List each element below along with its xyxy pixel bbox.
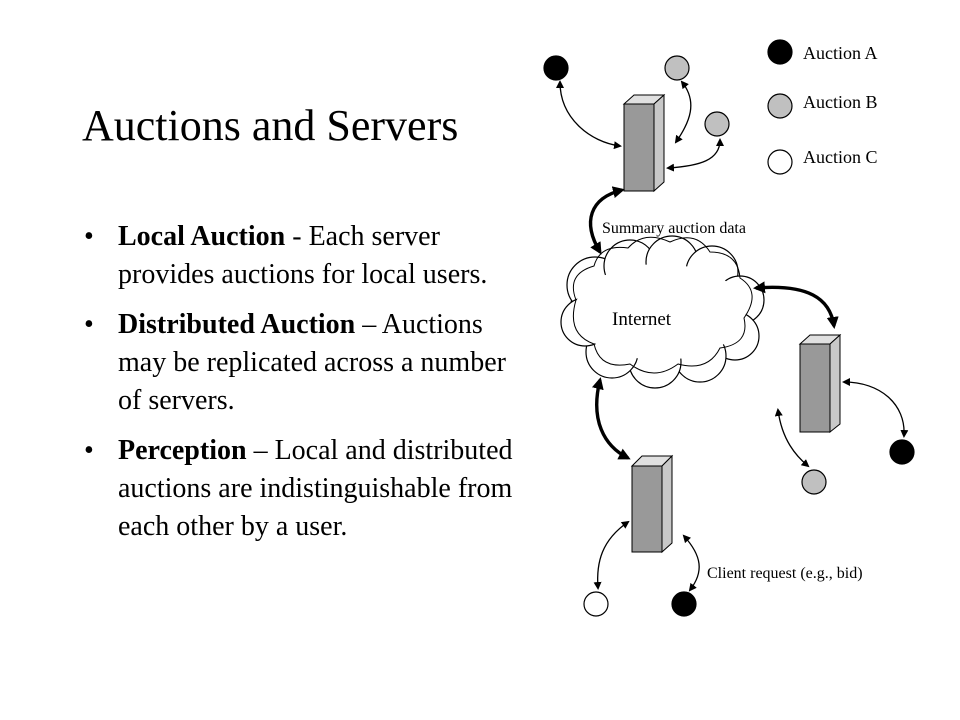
- client-node-auction-a: [889, 439, 915, 465]
- bullet-local-auction: • Local Auction - Each server provides a…: [84, 218, 514, 294]
- client-node-auction-a: [671, 591, 697, 617]
- internet-cloud: [560, 235, 765, 389]
- bullet-text: Auctions may be replicated across a numb…: [118, 309, 506, 416]
- bullet-perception: • Perception – Local and distributed auc…: [84, 432, 514, 546]
- legend-swatch-auction-b: [767, 93, 793, 119]
- client-nodes: [543, 55, 915, 617]
- bullet-separator: -: [285, 221, 309, 252]
- bullet-term: Perception: [118, 435, 247, 466]
- summary-data-label: Summary auction data: [602, 220, 746, 237]
- server-bottom: [630, 454, 674, 554]
- legend-label-auction-b: Auction B: [803, 92, 878, 112]
- client-node-auction-b: [664, 55, 690, 81]
- bullet-text: Each server provides auctions for local …: [118, 221, 488, 290]
- legend: Auction A Auction B Auction C: [767, 39, 878, 175]
- client-node-auction-b: [801, 469, 827, 495]
- bullet-dot-icon: •: [84, 221, 94, 252]
- bullet-term: Local Auction: [118, 221, 286, 252]
- server-right: [798, 333, 842, 434]
- bullet-separator: –: [355, 309, 382, 340]
- legend-label-auction-c: Auction C: [803, 147, 878, 167]
- client-request-label: Client request (e.g., bid): [707, 565, 863, 582]
- bullet-distributed-auction: • Distributed Auction – Auctions may be …: [84, 306, 514, 420]
- cloud-label: Internet: [612, 309, 672, 330]
- summary-arrows: [589, 186, 839, 460]
- bullet-term: Distributed Auction: [118, 309, 356, 340]
- client-node-auction-b: [704, 111, 730, 137]
- bullet-list: • Local Auction - Each server provides a…: [84, 218, 514, 558]
- legend-label-auction-a: Auction A: [803, 43, 878, 63]
- bullet-dot-icon: •: [84, 435, 94, 466]
- bullet-text: Local and distributed auctions are indis…: [118, 435, 513, 542]
- legend-swatch-auction-c: [767, 149, 793, 175]
- legend-swatch-auction-a: [767, 39, 793, 65]
- bullet-dot-icon: •: [84, 309, 94, 340]
- bullet-separator: –: [246, 435, 275, 466]
- slide-title: Auctions and Servers: [82, 101, 459, 150]
- client-arrows: [556, 80, 909, 592]
- client-node-auction-c: [583, 591, 609, 617]
- client-node-auction-a: [543, 55, 569, 81]
- server-top: [622, 93, 666, 193]
